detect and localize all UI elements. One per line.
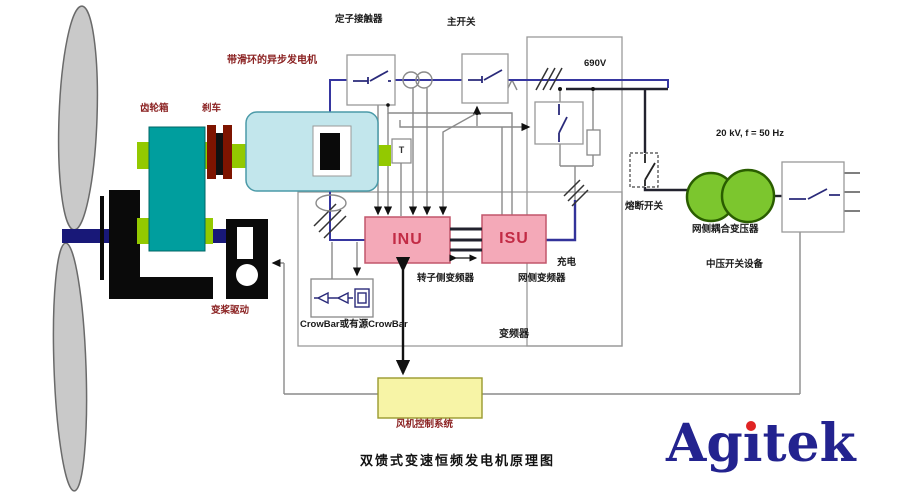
main-switch-box (461, 53, 509, 104)
coupling-transformer-icon (685, 168, 776, 224)
tacho-text: T (398, 145, 405, 155)
diode-icons (314, 288, 370, 308)
charging-label: 充电 (557, 257, 577, 268)
control-wires (273, 79, 860, 395)
slip-ring-icon (315, 194, 347, 212)
breaker-icon (353, 70, 391, 84)
control-system-label: 风机控制系统 (396, 419, 454, 430)
control-system-box (377, 377, 483, 419)
breaker-icon (468, 69, 503, 83)
brake-label: 刹车 (202, 103, 222, 114)
wind-blades (52, 5, 99, 492)
voltage-690-label: 690V (584, 58, 607, 69)
grid-voltage-label: 20 kV, f = 50 Hz (716, 128, 785, 139)
fuse-switch-box (629, 152, 659, 188)
three-phase-slashes (313, 67, 589, 239)
gearbox-label: 齿轮箱 (140, 103, 169, 114)
fuse-switch-label: 熔断开关 (625, 201, 664, 212)
charging-contactor-box (534, 101, 601, 156)
main-switch-label: 主开关 (447, 17, 476, 28)
logo-red-dot (745, 421, 756, 431)
diagram-title: 双馈式变速恒频发电机原理图 (360, 453, 556, 468)
current-transformer-icon (402, 71, 433, 89)
converter-cabinet-outline (297, 36, 623, 347)
gearbox-body (148, 126, 206, 252)
vertical-switch-icon (558, 104, 568, 142)
breaker-icon (789, 188, 840, 200)
grid-converter-label: 网侧变频器 (518, 273, 566, 284)
rotor-converter-label: 转子侧变频器 (417, 273, 475, 284)
crowbar-label: CrowBar或有源CrowBar (300, 319, 408, 330)
fuse-blade-icon (644, 154, 656, 186)
generator-label: 带滑环的异步发电机 (227, 55, 317, 66)
logo-part1: Ag (666, 413, 743, 474)
tacho-box (391, 138, 412, 164)
nacelle-frame (100, 190, 213, 299)
stator-contactor-label: 定子接触器 (335, 14, 383, 25)
dc-bus-lines (450, 227, 482, 252)
inu-text: INU (392, 231, 423, 248)
mv-switchgear-label: 中压开关设备 (706, 259, 764, 270)
coupling-transformer-label: 网侧耦合变压器 (692, 224, 759, 235)
brake-disc (207, 125, 232, 179)
logo-part2: tek (762, 413, 856, 474)
converter-label: 变频器 (499, 329, 529, 340)
pitch-drive-unit (226, 219, 268, 299)
pitch-drive-label: 变桨驱动 (211, 305, 250, 316)
crowbar-box (310, 242, 374, 318)
isu-text: ISU (499, 230, 529, 247)
rotor-bar (320, 133, 340, 170)
logo-i: ı (742, 413, 763, 474)
grid-feed-wire (546, 87, 782, 242)
charging-resistor (586, 129, 601, 156)
switchgear-box (781, 161, 845, 233)
generator-body (245, 111, 379, 192)
isu-box (481, 214, 547, 264)
junction-dots (386, 87, 595, 115)
stator-contactor-box (346, 54, 396, 106)
